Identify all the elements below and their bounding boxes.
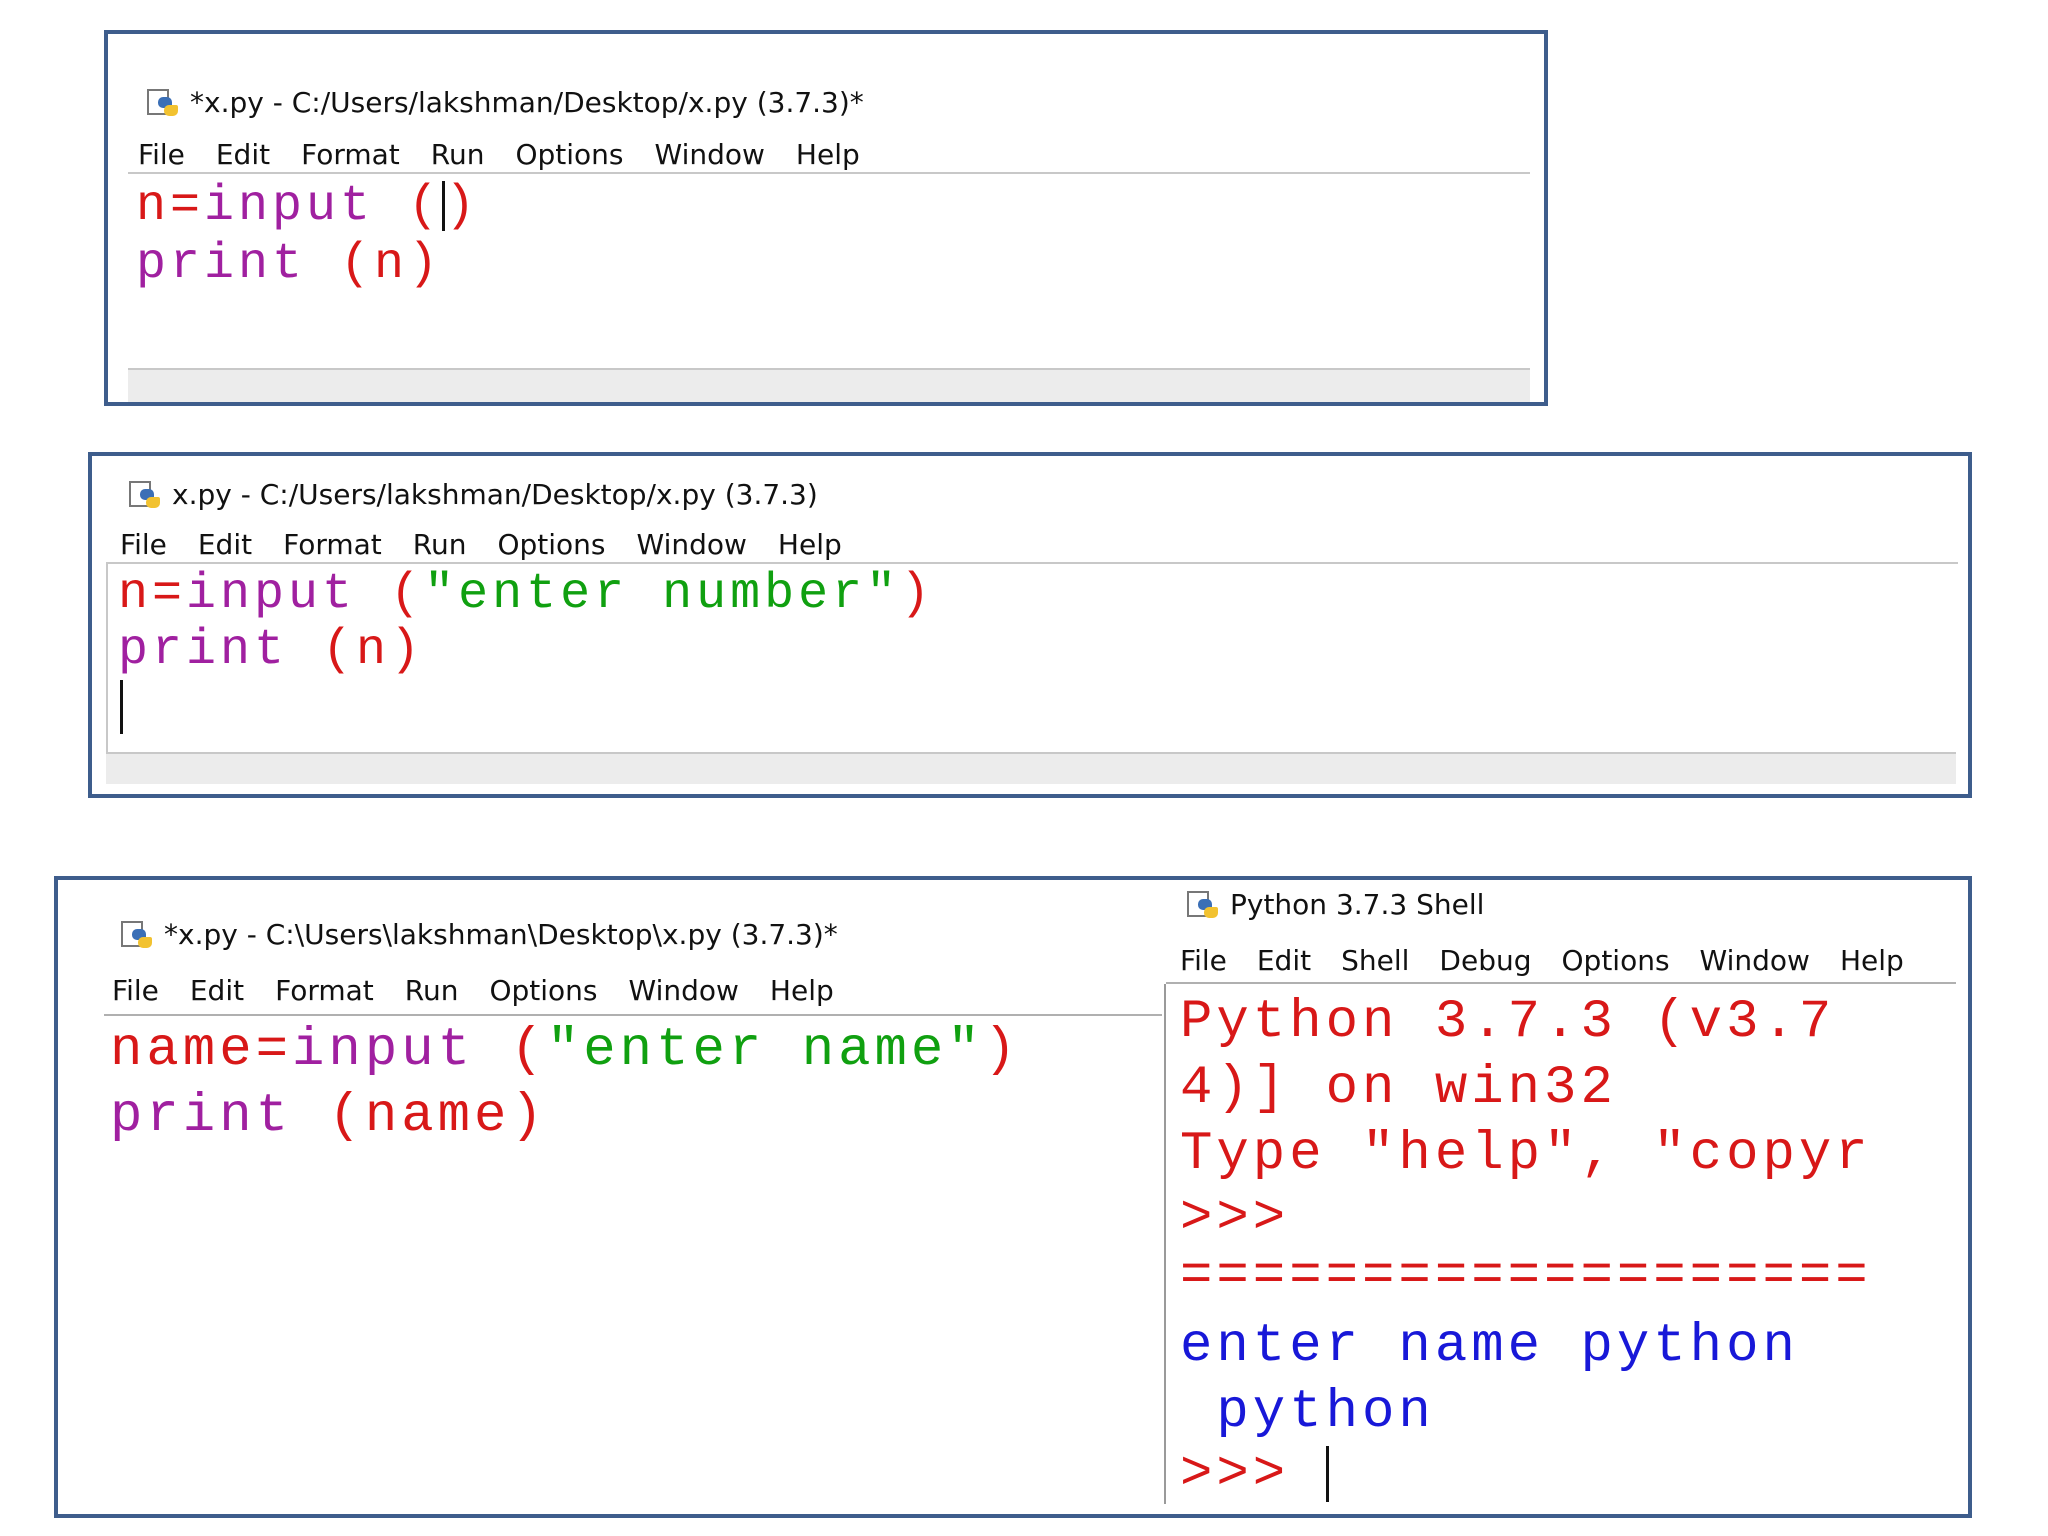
menu-shell[interactable]: Shell <box>1341 944 1410 977</box>
menu-help[interactable]: Help <box>795 138 860 171</box>
menu-edit[interactable]: Edit <box>189 974 245 1007</box>
shell-window-titlebar: Python 3.7.3 Shell <box>1184 888 1484 921</box>
editor-window-1-titlebar: *x.py - C:/Users/lakshman/Desktop/x.py (… <box>144 86 864 119</box>
editor-window-1-menubar: File Edit Format Run Options Window Help <box>138 138 860 171</box>
text-cursor <box>120 680 123 734</box>
program-output-2: python <box>1180 1382 1435 1443</box>
menu-window[interactable]: Window <box>654 138 765 171</box>
menu-options[interactable]: Options <box>489 974 598 1007</box>
python-idle-icon <box>126 479 162 511</box>
menu-help[interactable]: Help <box>1839 944 1904 977</box>
shell-window-menubar: File Edit Shell Debug Options Window Hel… <box>1180 944 1904 977</box>
menu-run[interactable]: Run <box>412 528 467 561</box>
menu-format[interactable]: Format <box>301 138 400 171</box>
code-editor-3[interactable]: name=input ("enter name") print (name) <box>104 1014 1162 1506</box>
window-title: Python 3.7.3 Shell <box>1230 888 1485 921</box>
menu-format[interactable]: Format <box>283 528 382 561</box>
editor-window-3-titlebar: *x.py - C:\Users\lakshman\Desktop\x.py (… <box>118 918 838 951</box>
horizontal-scrollbar[interactable] <box>128 368 1530 402</box>
code-line-1: name=input ("enter name") <box>110 1020 1021 1081</box>
shell-console[interactable]: Python 3.7.3 (v3.7 4)] on win32 Type "he… <box>1166 982 1956 1506</box>
menu-file[interactable]: File <box>1180 944 1227 977</box>
menu-edit[interactable]: Edit <box>1256 944 1312 977</box>
window-title: *x.py - C:/Users/lakshman/Desktop/x.py (… <box>190 86 864 119</box>
menu-window[interactable]: Window <box>628 974 739 1007</box>
menu-file[interactable]: File <box>138 138 185 171</box>
shell-restart-separator: =================== <box>1180 1246 1872 1307</box>
menu-window[interactable]: Window <box>636 528 747 561</box>
menu-help[interactable]: Help <box>777 528 842 561</box>
shell-prompt: >>> <box>1180 1444 1326 1505</box>
menu-window[interactable]: Window <box>1699 944 1810 977</box>
python-shell-icon <box>1184 889 1220 921</box>
text-cursor <box>442 180 446 231</box>
menu-debug[interactable]: Debug <box>1439 944 1532 977</box>
menu-file[interactable]: File <box>112 974 159 1007</box>
code-editor-2[interactable]: n=input ("enter number") print (n) <box>106 562 1958 754</box>
code-line-2: print (n) <box>118 622 425 679</box>
pane-divider <box>1164 984 1166 1504</box>
code-line-1: n=input () <box>136 178 480 235</box>
shell-banner-line-2: 4)] on win32 <box>1180 1058 1617 1119</box>
menu-options[interactable]: Options <box>497 528 606 561</box>
horizontal-scrollbar[interactable] <box>106 752 1956 784</box>
menu-options[interactable]: Options <box>515 138 624 171</box>
menu-edit[interactable]: Edit <box>197 528 253 561</box>
code-line-1: n=input ("enter number") <box>118 566 935 623</box>
shell-prompt: >>> <box>1180 1188 1290 1249</box>
python-idle-icon <box>118 919 154 951</box>
menu-run[interactable]: Run <box>430 138 485 171</box>
editor-window-2-titlebar: x.py - C:/Users/lakshman/Desktop/x.py (3… <box>126 478 818 511</box>
menu-help[interactable]: Help <box>769 974 834 1007</box>
shell-input-line: >>> <box>1180 1444 1329 1505</box>
program-output-1: enter name python <box>1180 1316 1799 1377</box>
code-editor-1[interactable]: n=input () print (n) <box>128 172 1530 370</box>
code-line-2: print (n) <box>136 236 443 293</box>
window-title: x.py - C:/Users/lakshman/Desktop/x.py (3… <box>172 478 818 511</box>
shell-banner-line-3: Type "help", "copyr <box>1180 1124 1872 1185</box>
editor-window-2-menubar: File Edit Format Run Options Window Help <box>120 528 842 561</box>
text-cursor <box>1325 1445 1329 1502</box>
menu-edit[interactable]: Edit <box>215 138 271 171</box>
window-title: *x.py - C:\Users\lakshman\Desktop\x.py (… <box>164 918 838 951</box>
menu-options[interactable]: Options <box>1561 944 1670 977</box>
python-idle-icon <box>144 87 180 119</box>
menu-file[interactable]: File <box>120 528 167 561</box>
code-line-2: print (name) <box>110 1086 547 1147</box>
menu-run[interactable]: Run <box>404 974 459 1007</box>
menu-format[interactable]: Format <box>275 974 374 1007</box>
shell-banner-line-1: Python 3.7.3 (v3.7 <box>1180 992 1836 1053</box>
editor-window-3-menubar: File Edit Format Run Options Window Help <box>112 974 834 1007</box>
